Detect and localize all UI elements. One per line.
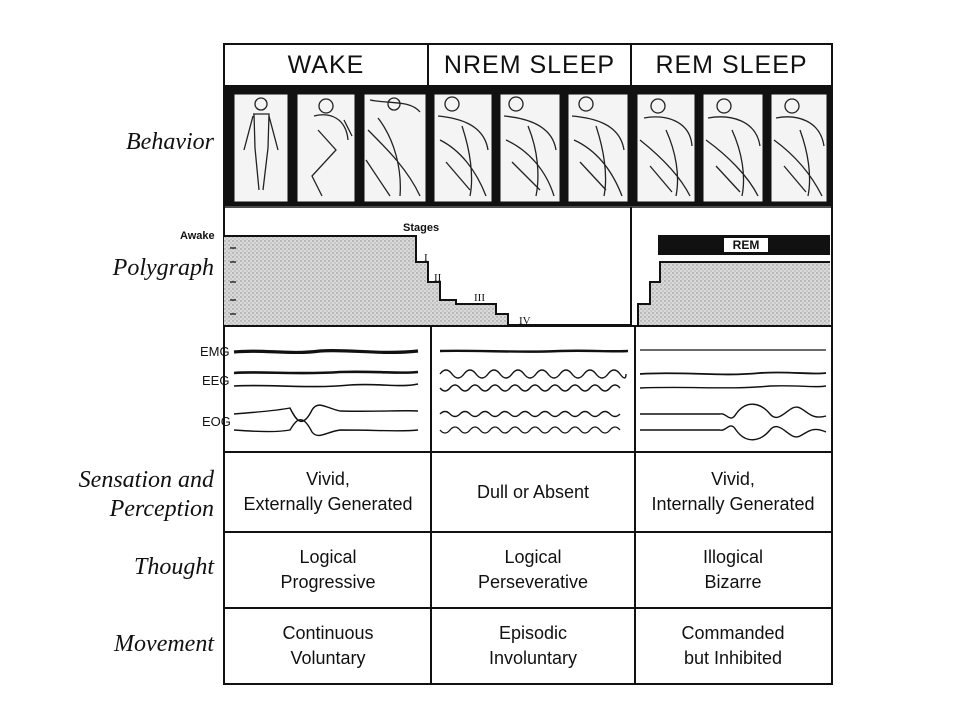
stage-numeral-3: III xyxy=(474,292,485,304)
movement-wake-line1: Continuous xyxy=(282,623,374,643)
thought-rem-line2: Bizarre xyxy=(704,572,762,592)
stage-numeral-2: II xyxy=(434,272,442,284)
row-label-sensation-line2: Perception xyxy=(109,496,214,522)
row-label-behavior: Behavior xyxy=(126,129,214,155)
header-nrem-sleep: NREM SLEEP xyxy=(443,50,616,79)
stage-numeral-4: IV xyxy=(519,315,531,327)
rem-bar-label: REM xyxy=(724,238,768,252)
sensation-wake-line2: Externally Generated xyxy=(243,494,413,514)
movement-wake-line2: Voluntary xyxy=(290,648,366,668)
thought-rem-line1: Illogical xyxy=(702,547,764,567)
movement-nrem-line1: Episodic xyxy=(498,623,568,643)
sleeper-sketches xyxy=(243,96,825,197)
movement-wake: Continuous Voluntary xyxy=(226,609,430,683)
trace-label-eeg: EEG xyxy=(202,373,230,388)
row-label-thought: Thought xyxy=(133,554,214,580)
thought-wake-line1: Logical xyxy=(299,547,357,567)
movement-rem-line1: Commanded xyxy=(681,623,785,643)
sensation-nrem-line1: Dull or Absent xyxy=(476,481,590,502)
thought-wake: Logical Progressive xyxy=(226,533,430,607)
header-wake: WAKE xyxy=(287,50,365,79)
sensation-rem-line2: Internally Generated xyxy=(651,494,815,514)
thought-wake-line2: Progressive xyxy=(280,572,376,592)
sensation-rem: Vivid, Internally Generated xyxy=(636,453,830,531)
movement-nrem-line2: Involuntary xyxy=(488,648,578,668)
movement-rem-line2: but Inhibited xyxy=(683,648,783,668)
sensation-wake-line1: Vivid, xyxy=(306,469,350,489)
sensation-rem-line1: Vivid, xyxy=(711,469,755,489)
behavior-panels xyxy=(233,93,828,203)
thought-nrem-line1: Logical xyxy=(504,547,562,567)
row-label-movement: Movement xyxy=(114,631,214,657)
trace-label-eog: EOG xyxy=(202,414,231,429)
movement-nrem: Episodic Involuntary xyxy=(432,609,634,683)
stage-numeral-1: I xyxy=(424,252,428,264)
row-label-sensation-line1: Sensation and xyxy=(78,467,214,493)
sensation-wake: Vivid, Externally Generated xyxy=(226,453,430,531)
thought-rem: Illogical Bizarre xyxy=(636,533,830,607)
row-label-polygraph: Polygraph xyxy=(112,255,214,281)
header-rem-sleep: REM SLEEP xyxy=(655,50,808,79)
thought-nrem: Logical Perseverative xyxy=(432,533,634,607)
thought-nrem-line2: Perseverative xyxy=(477,572,589,592)
trace-label-emg: EMG xyxy=(200,344,230,359)
stages-label: Stages xyxy=(403,222,440,234)
polygraph-traces xyxy=(233,349,827,441)
sensation-nrem: Dull or Absent xyxy=(432,453,634,531)
movement-rem: Commanded but Inhibited xyxy=(636,609,830,683)
hypnogram xyxy=(224,235,830,326)
awake-label: Awake xyxy=(180,230,215,242)
